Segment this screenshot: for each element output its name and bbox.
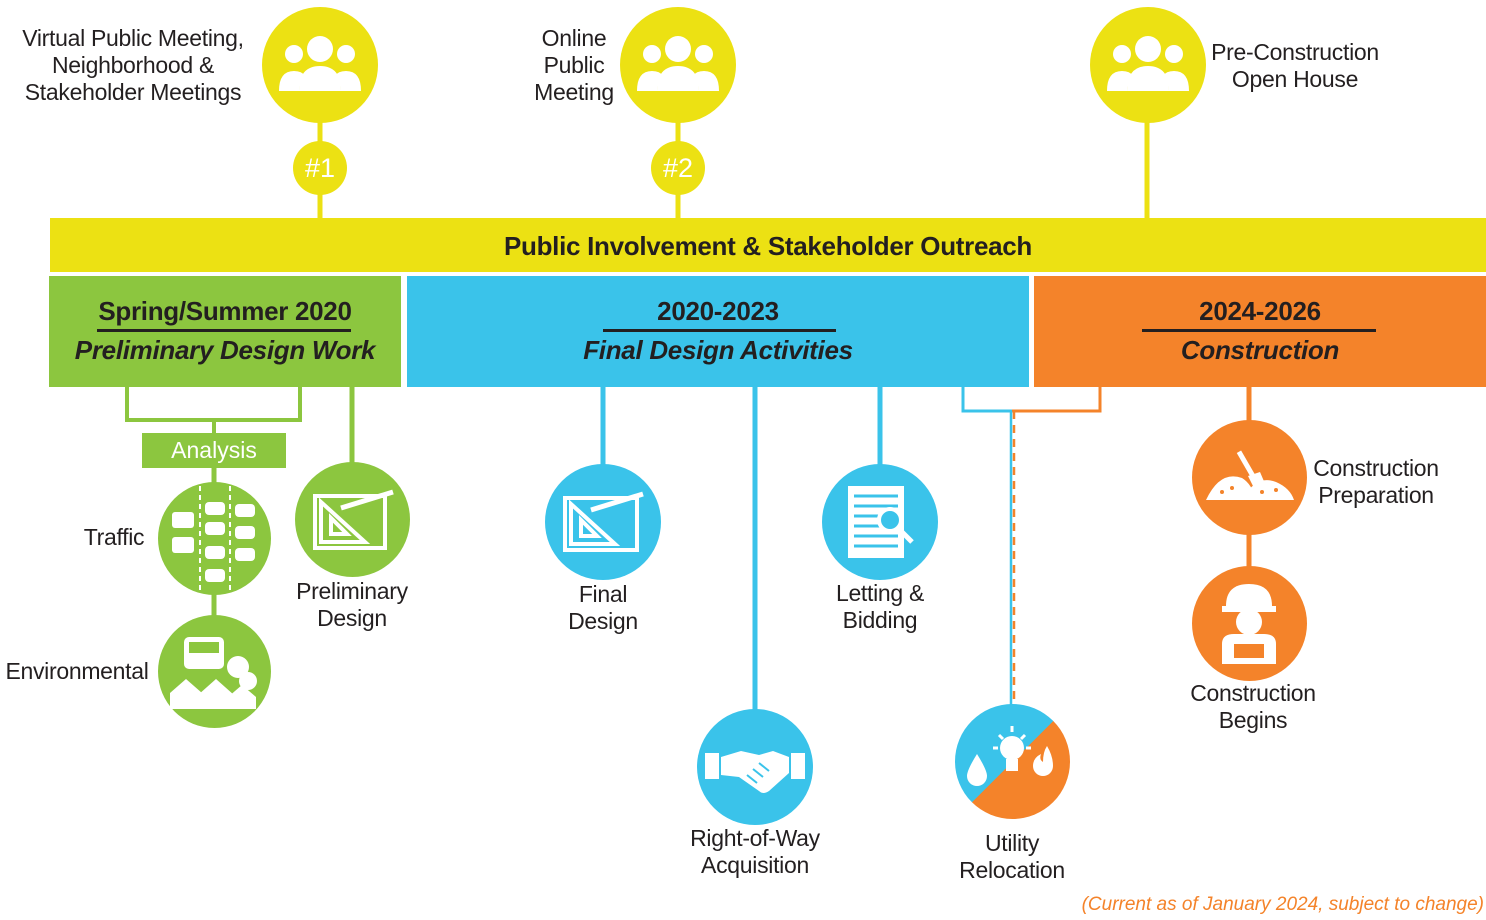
phase-preliminary: Spring/Summer 2020 Preliminary Design Wo… (49, 276, 401, 387)
blueprint-triangle-icon (563, 491, 644, 552)
document-magnifier-icon (848, 486, 914, 558)
phase-final-design-years: 2020-2023 (657, 296, 779, 326)
meeting-2-people-circle (620, 7, 736, 123)
people-group-icon (279, 36, 361, 91)
shovel-dirt-icon (1206, 450, 1294, 500)
environmental-label: Environmental (5, 658, 149, 684)
meeting-1-badge: #1 (293, 141, 347, 195)
traffic-label: Traffic (83, 524, 145, 550)
letting-bidding-label: Letting &Bidding (835, 580, 925, 633)
traffic-cars-icon (172, 486, 255, 592)
banner-title: Public Involvement & Stakeholder Outreac… (503, 231, 1033, 261)
construction-preparation-circle (1192, 420, 1307, 535)
meeting-2-badge-label: #2 (662, 153, 694, 183)
phase-construction-subtitle: Construction (1180, 335, 1340, 365)
meeting-2-badge: #2 (651, 141, 705, 195)
phase-preliminary-years: Spring/Summer 2020 (98, 296, 352, 326)
phase-final-design-rule (603, 329, 836, 332)
bus-houses-icon (170, 637, 257, 709)
handshake-icon (705, 751, 805, 793)
footnote: (Current as of January 2024, subject to … (1081, 894, 1484, 915)
people-group-icon (1107, 36, 1189, 91)
traffic-circle (158, 482, 271, 595)
meeting-3-people-circle (1090, 7, 1206, 123)
phase-final-design-subtitle: Final Design Activities (583, 335, 853, 365)
construction-begins-circle (1192, 566, 1307, 681)
people-group-icon (637, 36, 719, 91)
phase-construction-years: 2024-2026 (1199, 296, 1321, 326)
blueprint-triangle-icon (313, 489, 394, 550)
meeting-1-badge-label: #1 (304, 153, 336, 183)
letting-bidding-circle (822, 464, 938, 580)
utility-relocation-circle (955, 704, 1070, 819)
analysis-box: Analysis (142, 433, 286, 468)
phase-preliminary-rule (97, 329, 351, 332)
preliminary-design-circle (295, 462, 410, 577)
phase-final-design: 2020-2023 Final Design Activities (407, 276, 1029, 387)
phase-preliminary-subtitle: Preliminary Design Work (74, 335, 376, 365)
right-of-way-circle (697, 709, 813, 825)
outreach-banner: Public Involvement & Stakeholder Outreac… (50, 218, 1486, 272)
meeting-1-label: Virtual Public Meeting,Neighborhood &Sta… (22, 25, 244, 105)
meeting-1-people-circle (262, 7, 378, 123)
water-bulb-flame-icon (967, 726, 1053, 786)
final-design-circle (545, 464, 661, 580)
analysis-label: Analysis (171, 437, 257, 463)
phase-construction-rule (1142, 329, 1376, 332)
environmental-circle (158, 615, 271, 728)
hardhat-worker-icon (1222, 584, 1276, 664)
phase-construction: 2024-2026 Construction (1034, 276, 1486, 387)
